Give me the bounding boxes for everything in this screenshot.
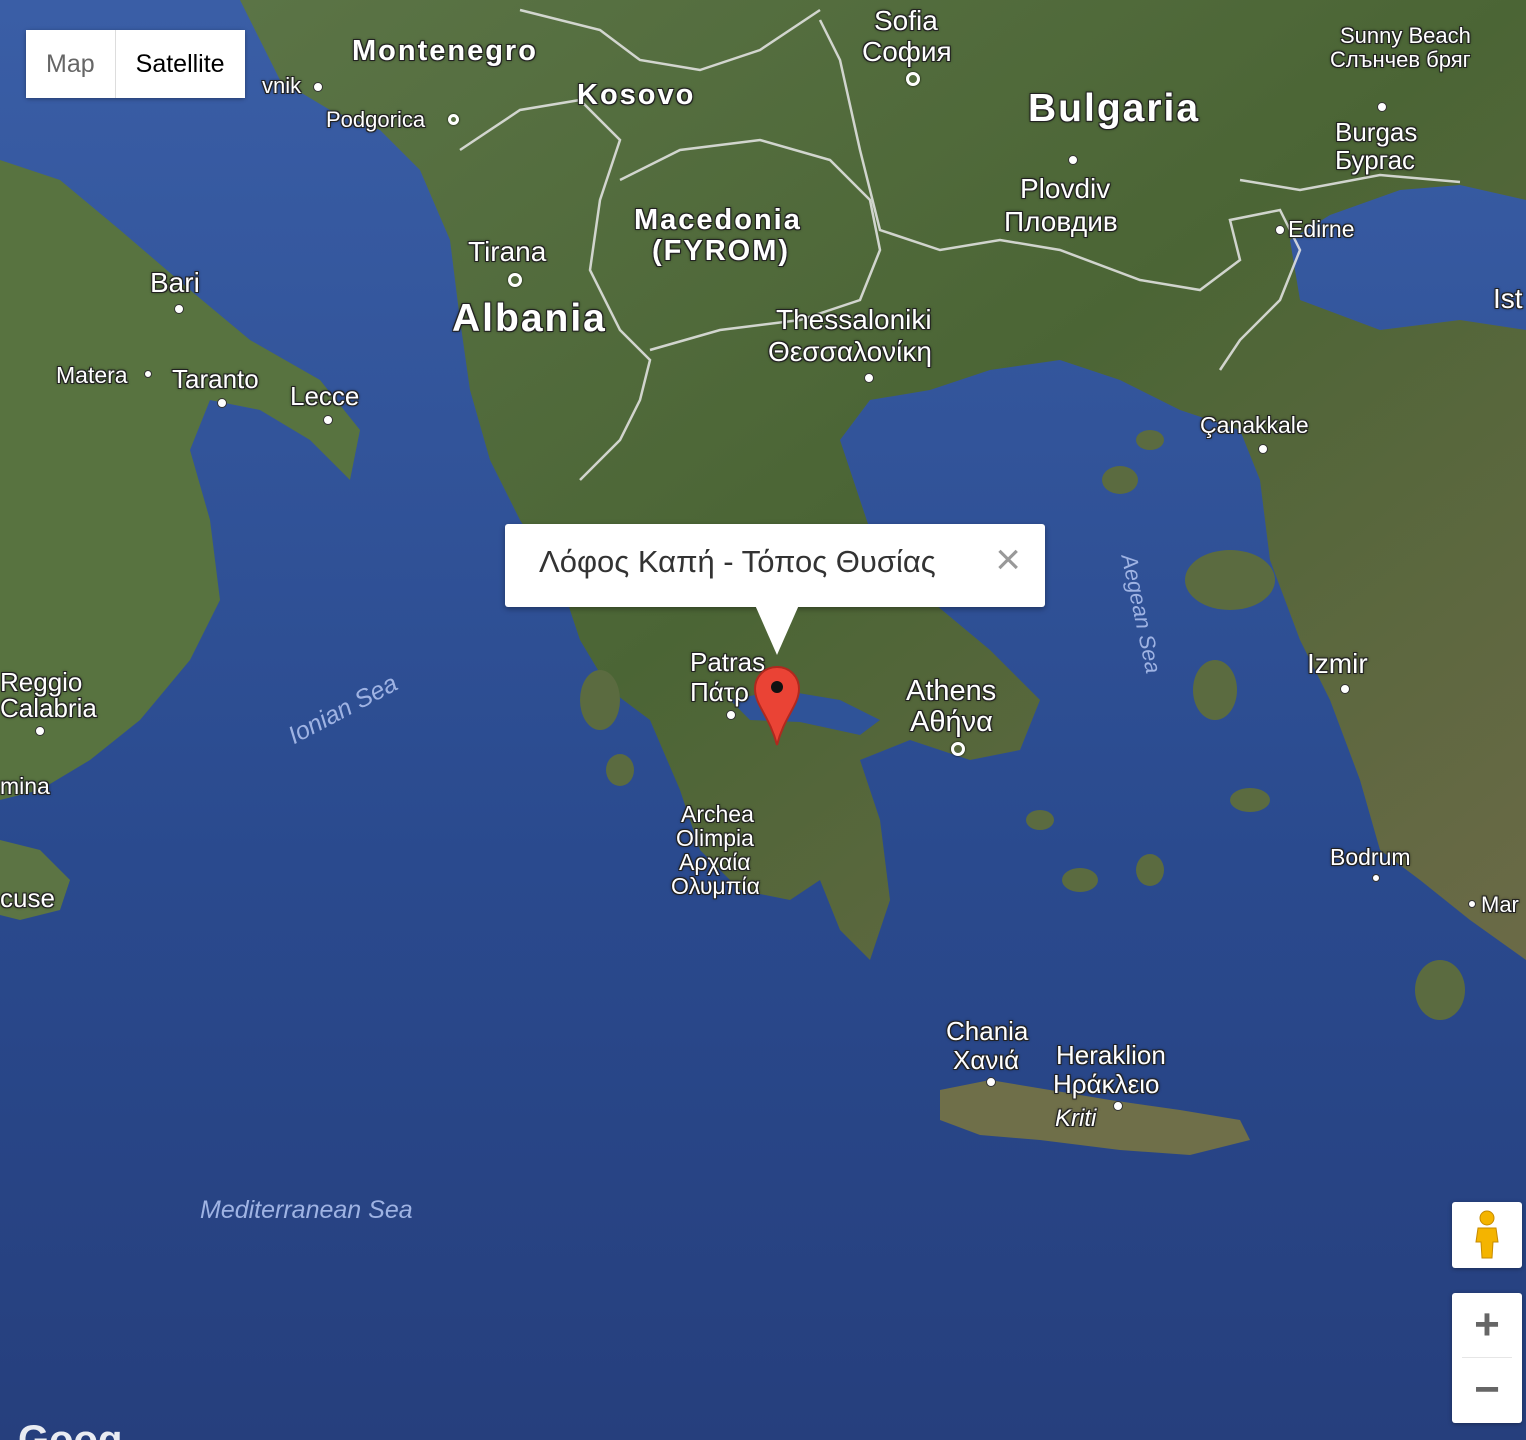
label-kriti: Kriti — [1055, 1105, 1097, 1132]
label-dubrovnik: vnik — [262, 73, 302, 98]
map-type-map-button[interactable]: Map — [26, 30, 115, 98]
city-dot-lecce — [323, 415, 333, 425]
map-marker-icon[interactable] — [752, 665, 802, 747]
map-type-control: Map Satellite — [26, 30, 245, 98]
map-type-satellite-button[interactable]: Satellite — [115, 30, 245, 98]
label-bari: Bari — [150, 267, 200, 298]
label-edirne: Edirne — [1288, 216, 1355, 242]
google-attribution: Goog — [18, 1418, 123, 1440]
label-sofia-local: София — [862, 36, 952, 67]
city-dot-sunny-beach — [1377, 102, 1387, 112]
city-dot-chania — [986, 1077, 996, 1087]
capital-marker-tirana — [508, 273, 522, 287]
zoom-control: + − — [1452, 1293, 1522, 1423]
city-dot-dubrovnik — [313, 82, 323, 92]
zoom-in-button[interactable]: + — [1474, 1300, 1500, 1349]
label-lecce: Lecce — [290, 381, 360, 411]
label-taranto: Taranto — [172, 364, 259, 394]
capital-marker-sofia — [906, 72, 920, 86]
label-sunny-beach: Sunny Beach — [1340, 23, 1471, 48]
label-bulgaria: Bulgaria — [1028, 87, 1201, 130]
label-sofia: Sofia — [874, 5, 938, 36]
label-chania: Chania — [946, 1016, 1029, 1046]
label-marmaris: Mar — [1481, 892, 1519, 917]
label-plovdiv: Plovdiv — [1020, 173, 1111, 204]
city-dot-canakkale — [1258, 444, 1268, 454]
city-dot-edirne — [1275, 225, 1285, 235]
label-fyrom: (FYROM) — [652, 235, 791, 267]
label-thessaloniki-local: Θεσσαλονίκη — [768, 336, 932, 367]
city-dot-matera — [144, 370, 152, 378]
city-dot-taranto — [217, 398, 227, 408]
city-dot-marmaris — [1468, 900, 1476, 908]
city-dot-thessaloniki — [864, 373, 874, 383]
label-montenegro: Montenegro — [352, 35, 538, 67]
label-olimpia: Olimpia — [676, 825, 754, 851]
info-window: Λόφος Καπή - Τόπος Θυσίας × — [505, 524, 1045, 607]
capital-marker-athens — [951, 742, 965, 756]
label-athens-local: Αθήνα — [910, 706, 993, 738]
label-izmir: Izmir — [1307, 648, 1368, 679]
label-tirana: Tirana — [468, 236, 547, 267]
label-athens: Athens — [906, 675, 997, 707]
label-mediterranean-sea: Mediterranean Sea — [200, 1196, 413, 1224]
label-olimpia-local: Ολυμπία — [671, 873, 760, 899]
label-albania: Albania — [452, 297, 607, 340]
map-type-divider — [114, 30, 116, 98]
label-istanbul: Ist — [1493, 283, 1523, 314]
label-canakkale: Çanakkale — [1200, 412, 1309, 438]
zoom-out-button[interactable]: − — [1474, 1365, 1500, 1414]
label-messina: mina — [0, 773, 50, 799]
city-dot-bodrum — [1372, 874, 1380, 882]
city-dot-patras — [726, 710, 736, 720]
label-matera: Matera — [56, 362, 128, 388]
pegman-icon — [1475, 1210, 1499, 1259]
label-heraklion: Heraklion — [1056, 1040, 1166, 1070]
city-dot-plovdiv — [1068, 155, 1078, 165]
label-syracuse: cuse — [0, 883, 55, 913]
city-dot-izmir — [1340, 684, 1350, 694]
label-thessaloniki: Thessaloniki — [776, 304, 932, 335]
label-patras-local: Πάτρ — [690, 677, 749, 707]
city-dot-reggio — [35, 726, 45, 736]
close-icon[interactable]: × — [995, 535, 1021, 584]
city-dot-bari — [174, 304, 184, 314]
label-archea-local: Αρχαία — [679, 849, 751, 875]
label-plovdiv-local: Пловдив — [1004, 206, 1118, 237]
zoom-divider — [1462, 1357, 1512, 1358]
label-podgorica: Podgorica — [326, 107, 426, 132]
label-kosovo: Kosovo — [577, 79, 696, 111]
label-patras: Patras — [690, 647, 766, 677]
street-view-control[interactable] — [1452, 1202, 1522, 1268]
label-burgas-local: Бургас — [1335, 145, 1416, 175]
capital-marker-podgorica — [448, 114, 459, 125]
label-sunny-beach-local: Слънчев бряг — [1330, 47, 1471, 72]
label-burgas: Burgas — [1335, 117, 1418, 147]
label-archea: Archea — [681, 801, 754, 827]
label-calabria: Calabria — [0, 693, 97, 723]
label-macedonia: Macedonia — [634, 204, 802, 236]
label-reggio: Reggio — [0, 667, 83, 697]
info-window-tail — [755, 605, 799, 655]
label-chania-local: Χανιά — [953, 1045, 1020, 1075]
info-window-title: Λόφος Καπή - Τόπος Θυσίας — [539, 544, 936, 579]
label-heraklion-local: Ηράκλειο — [1053, 1069, 1160, 1099]
city-dot-heraklion — [1113, 1101, 1123, 1111]
label-bodrum: Bodrum — [1330, 844, 1411, 870]
